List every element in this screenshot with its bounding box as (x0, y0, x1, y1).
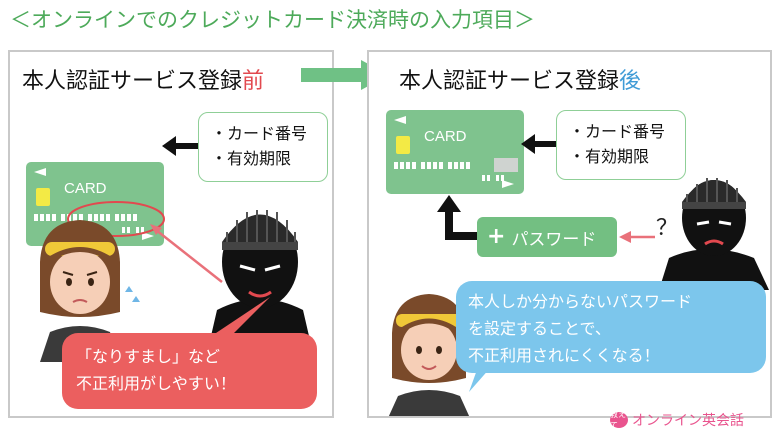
l-arrow-horizontal (445, 232, 479, 240)
info-item-card-number: ・カード番号 (211, 124, 308, 143)
card-masked-area (494, 158, 518, 172)
plus-icon: + (487, 224, 506, 249)
card-expiry-marks (122, 227, 144, 233)
logo-badge: 教えて (610, 410, 628, 430)
credit-card: CARD (386, 110, 524, 194)
speech-line: 不正利用されにくくなる！ (468, 346, 660, 365)
highlight-overlay (67, 136, 223, 283)
card-number-marks (394, 162, 470, 169)
after-panel: 本人認証サービス登録後 CARD ・カード番号 ・有効期限 + パスワード ？ (367, 50, 772, 418)
before-heading: 本人認証サービス登録前 (22, 63, 264, 95)
pointer-arrowhead (150, 224, 162, 235)
logo-text: オンライン英会話 (632, 413, 744, 429)
password-label: パスワード (511, 229, 597, 250)
black-arrow-shaft (531, 141, 557, 147)
card-triangle-icon (394, 116, 406, 124)
thief-illustration (205, 210, 315, 362)
before-heading-prefix: 本人認証サービス登録 (22, 69, 243, 94)
l-arrow-head (437, 195, 461, 212)
info-item-card-number: ・カード番号 (569, 122, 666, 141)
card-label: CARD (64, 180, 107, 197)
question-mark: ？ (656, 216, 679, 241)
l-arrow-vertical (445, 210, 453, 240)
password-box: + パスワード (477, 217, 617, 257)
info-box-after: ・カード番号 ・有効期限 (556, 110, 686, 180)
card-chip-icon (36, 188, 50, 206)
page-title: ＜オンラインでのクレジットカード決済時の入力項目＞ (10, 8, 535, 32)
before-panel: 本人認証サービス登録前 CARD ・カード番号 ・有効期限 (8, 50, 334, 418)
pointer-line (155, 229, 223, 283)
info-item-expiry: ・有効期限 (569, 147, 650, 166)
before-heading-mark: 前 (242, 69, 265, 94)
arrows-overlay (437, 134, 655, 243)
speech-tail (210, 297, 270, 337)
black-arrow-shaft (172, 143, 198, 149)
black-arrow-head (162, 136, 176, 156)
thief-illustration (659, 178, 769, 290)
after-heading-prefix: 本人認証サービス登録 (399, 69, 620, 94)
after-heading-mark: 後 (619, 69, 642, 94)
red-arrow-head (619, 231, 631, 243)
speech-line: 本人しか分からないパスワード (468, 292, 693, 311)
speech-line: 不正利用がしやすい！ (76, 374, 236, 393)
speech-bubble-solution: 本人しか分からないパスワード を設定することで、 不正利用されにくくなる！ (456, 281, 766, 373)
happy-woman-illustration (388, 294, 470, 416)
card-label: CARD (424, 128, 467, 145)
after-heading: 本人認証サービス登録後 (399, 63, 641, 95)
site-logo: 教えて オンライン英会話 (610, 410, 744, 430)
speech-line: 「なりすまし」など (76, 347, 221, 366)
speech-line: を設定することで、 (468, 319, 611, 338)
number-highlight-ellipse (67, 201, 165, 237)
card-triangle-icon (34, 168, 46, 176)
worried-woman-illustration (40, 220, 140, 362)
info-item-expiry: ・有効期限 (211, 149, 292, 168)
card-triangle-icon (142, 232, 154, 240)
info-box-before: ・カード番号 ・有効期限 (198, 112, 328, 182)
black-arrow-head (521, 134, 535, 154)
card-chip-icon (396, 136, 410, 154)
speech-bubble-risk: 「なりすまし」など 不正利用がしやすい！ (62, 333, 317, 409)
card-triangle-icon (502, 180, 514, 188)
card-expiry-marks (482, 175, 504, 181)
